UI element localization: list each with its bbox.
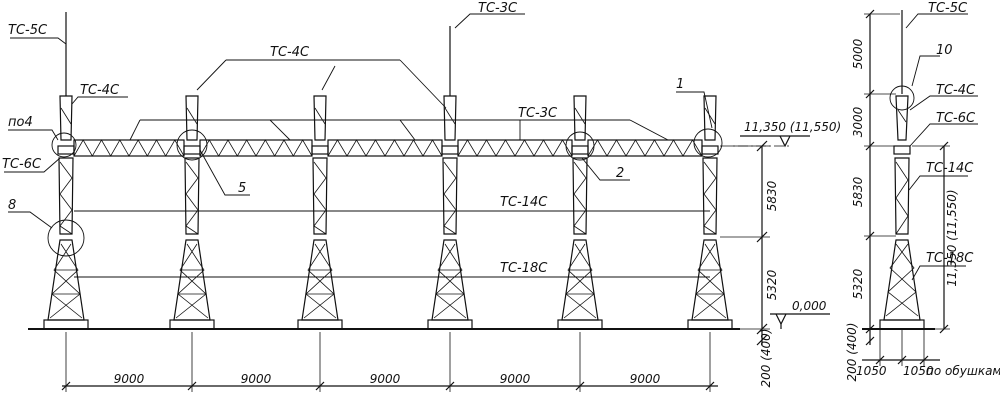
label-tc4c-center: ТС-4С — [270, 45, 310, 60]
span-dim-1: 9000 — [114, 372, 145, 386]
span-dim-4: 9000 — [500, 372, 531, 386]
front-view: ТС-5С ТС-3С ТС-4С ТС-4С по4 ТС-6С ТС-3С … — [2, 1, 841, 392]
column-2 — [169, 95, 215, 330]
svg-text:5320: 5320 — [851, 268, 865, 299]
truss-5 — [587, 139, 703, 157]
side-vertical-dimensions: 5000 3000 5830 5320 200 (400) — [845, 9, 900, 382]
leader-lines — [4, 13, 723, 278]
span-dim-2: 9000 — [241, 372, 272, 386]
label-tc4c-left: ТС-4С — [80, 83, 120, 98]
side-callout-10: 10 — [936, 43, 953, 58]
callout-2: 2 — [616, 166, 624, 181]
column-5 — [557, 95, 603, 330]
column-4 — [427, 26, 473, 330]
svg-text:5830: 5830 — [765, 180, 779, 211]
truss-3 — [327, 139, 443, 157]
column-3 — [297, 95, 343, 330]
truss-2 — [199, 139, 313, 157]
span-dim-5: 9000 — [630, 372, 661, 386]
svg-text:по обушкам: по обушкам — [926, 364, 1000, 378]
truss-1 — [73, 139, 185, 157]
truss-4 — [457, 139, 573, 157]
label-tc14c: ТС-14С — [500, 195, 548, 210]
svg-text:1050: 1050 — [856, 364, 887, 378]
svg-text:0,000: 0,000 — [792, 299, 827, 313]
side-label-tc5c: ТС-5С — [928, 1, 968, 16]
callout-1: 1 — [676, 77, 684, 92]
vertical-dimension-chain: 5830 5320 200 (400) — [720, 140, 779, 388]
elevation-top: 11,350 (11,550) — [740, 120, 841, 148]
side-label-tc14c: ТС-14С — [926, 161, 974, 176]
side-view: ТС-5С 10 ТС-4С ТС-6С ТС-14С ТС-18С 5000 … — [845, 1, 1000, 382]
column-6 — [687, 95, 733, 330]
label-tc3c-top: ТС-3С — [478, 1, 518, 16]
svg-text:5830: 5830 — [851, 176, 865, 207]
side-bottom-dimensions: 1050 1050 по обушкам — [856, 330, 1000, 378]
svg-text:3000: 3000 — [851, 106, 865, 137]
elevation-zero: 0,000 — [770, 299, 830, 329]
columns — [43, 12, 733, 330]
label-tc18c: ТС-18С — [500, 261, 548, 276]
span-dim-3: 9000 — [370, 372, 401, 386]
svg-text:5000: 5000 — [851, 38, 865, 69]
svg-text:200 (400): 200 (400) — [845, 323, 859, 382]
svg-text:11,350 (11,550): 11,350 (11,550) — [744, 120, 841, 134]
label-tc3c-mid: ТС-3С — [518, 106, 558, 121]
beam-trusses — [73, 139, 703, 157]
span-dimensions: 9000 9000 9000 9000 9000 — [61, 332, 718, 392]
callout-8: 8 — [8, 198, 16, 213]
side-label-tc6c: ТС-6С — [936, 111, 976, 126]
side-label-tc4c: ТС-4С — [936, 83, 976, 98]
svg-text:200 (400): 200 (400) — [759, 329, 773, 388]
svg-text:5320: 5320 — [765, 269, 779, 300]
label-po4: по4 — [8, 115, 33, 130]
side-total-height: 11,350 (11,550) — [912, 141, 959, 334]
label-tc6c: ТС-6С — [2, 157, 42, 172]
callout-5: 5 — [238, 181, 246, 196]
column-1 — [43, 12, 89, 330]
side-label-tc18c: ТС-18С — [926, 251, 974, 266]
svg-text:1050: 1050 — [903, 364, 934, 378]
svg-text:11,350 (11,550): 11,350 (11,550) — [945, 189, 959, 286]
label-tc5c: ТС-5С — [8, 23, 48, 38]
